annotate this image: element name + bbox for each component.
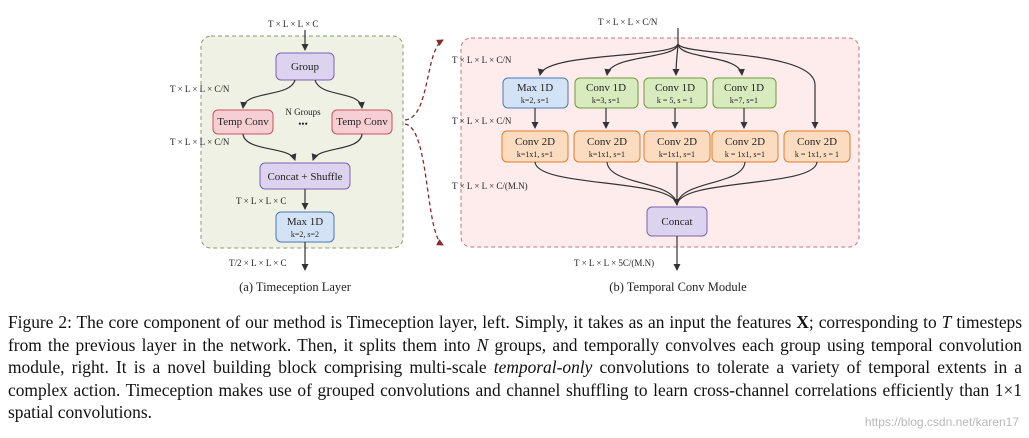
fanout-to-max1d (537, 43, 679, 76)
panel-a-temp-out-shape: T × L × L × C/N (170, 137, 230, 147)
panel-b-branch-out-shape: T × L × L × C/(M.N) (452, 181, 528, 191)
panel-a-background (200, 35, 404, 249)
conv2d-label-3: Conv 2D (657, 136, 697, 148)
fanout-to-conv1d-2 (672, 43, 680, 76)
conv2d-params-5: k = 1x1, s = 1 (795, 150, 839, 159)
arrow-tempconv-right-to-concat (311, 133, 363, 161)
n-groups-dots: ••• (298, 119, 307, 129)
panel-b: T × L × L × C/N T × L × L × C/N Max 1D k… (452, 17, 860, 294)
fanin-from-conv2d-4 (676, 161, 746, 206)
zoom-connector-top (404, 39, 444, 121)
conv2d-params-4: k = 1x1, s=1 (725, 150, 765, 159)
temp-conv-right-label: Temp Conv (336, 116, 388, 128)
caption-text-1: Figure 2: The core component of our meth… (8, 312, 797, 332)
arrow-group-to-tempconv-left (240, 79, 296, 109)
conv1d-params-3: k=7, s=1 (730, 96, 758, 105)
panel-b-branch-mid-shape: T × L × L × C/N (452, 116, 512, 126)
conv2d-label-1: Conv 2D (515, 136, 555, 148)
watermark: https://blog.csdn.net/karen17 (864, 415, 1019, 429)
conv2d-label-4: Conv 2D (725, 136, 765, 148)
panel-b-branch-in-shape: T × L × L × C/N (452, 55, 512, 65)
group-label: Group (291, 61, 320, 73)
caption-text-5: convolutions to tolerate a variety of te… (8, 357, 1022, 423)
conv1d-params-1: k=3, s=1 (592, 96, 620, 105)
panel-a-caption: (a) Timeception Layer (239, 280, 352, 294)
conv1d-label-1: Conv 1D (586, 82, 626, 94)
max1d-label: Max 1D (517, 82, 553, 94)
max1d-params: k=2, s=1 (521, 96, 549, 105)
caption-text-2: ; corresponding to (808, 312, 942, 332)
n-groups-label: N Groups (285, 107, 321, 117)
panel-a-split-shape: T × L × L × C/N (170, 84, 230, 94)
conv1d-params-2: k = 5, s = 1 (657, 96, 693, 105)
conv2d-label-5: Conv 2D (797, 136, 837, 148)
panel-b-caption: (b) Temporal Conv Module (609, 280, 747, 294)
panel-a-concat-out-shape: T × L × L × C (236, 196, 286, 206)
panel-a-input-shape: T × L × L × C (268, 19, 318, 29)
caption-text-3: timesteps from the previous layer in the… (8, 312, 1023, 355)
caption-symbol-t: T (941, 312, 952, 332)
fanin-from-conv2d-5 (676, 161, 818, 206)
arrow-tempconv-left-to-concat (242, 133, 297, 161)
panel-a: T × L × L × C Group T × L × L × C/N Temp… (170, 19, 404, 294)
conv2d-params-3: k=1x1, s=1 (659, 150, 695, 159)
conv2d-params-1: k=1x1, s=1 (517, 150, 553, 159)
panel-b-output-shape: T × L × L × 5C/(M.N) (574, 258, 654, 268)
caption-symbol-x: X (796, 312, 809, 332)
conv1d-label-3: Conv 1D (724, 82, 764, 94)
caption-symbol-n: N (476, 334, 489, 355)
concat-label: Concat (661, 216, 692, 228)
maxpool-params: k=2, s=2 (291, 230, 319, 239)
fanin-from-conv2d-2 (606, 161, 678, 206)
temp-conv-left-label: Temp Conv (217, 116, 269, 128)
caption-text-4: groups, and temporally convolves each gr… (8, 334, 1022, 378)
fanout-to-conv1d-3 (677, 43, 745, 76)
conv2d-params-2: k=1x1, s=1 (589, 150, 625, 159)
maxpool-label: Max 1D (287, 216, 323, 228)
fanin-from-conv2d-1 (534, 161, 681, 206)
conv1d-label-2: Conv 1D (655, 82, 695, 94)
figure-diagram: T × L × L × C Group T × L × L × C/N Temp… (170, 17, 860, 294)
panel-b-input-shape: T × L × L × C/N (598, 17, 658, 27)
caption-emphasis: temporal-only (493, 357, 593, 378)
figure-caption: Figure 2: The core component of our meth… (8, 311, 1022, 424)
concat-shuffle-label: Concat + Shuffle (267, 171, 342, 183)
panel-a-output-shape: T/2 × L × L × C (229, 258, 287, 268)
group-box (275, 52, 335, 81)
zoom-connector-bottom (404, 123, 444, 246)
conv2d-label-2: Conv 2D (587, 136, 627, 148)
fanout-to-conv1d-1 (604, 43, 679, 76)
arrow-group-to-tempconv-right (314, 79, 365, 109)
fanout-to-conv2d-5 (677, 43, 819, 129)
